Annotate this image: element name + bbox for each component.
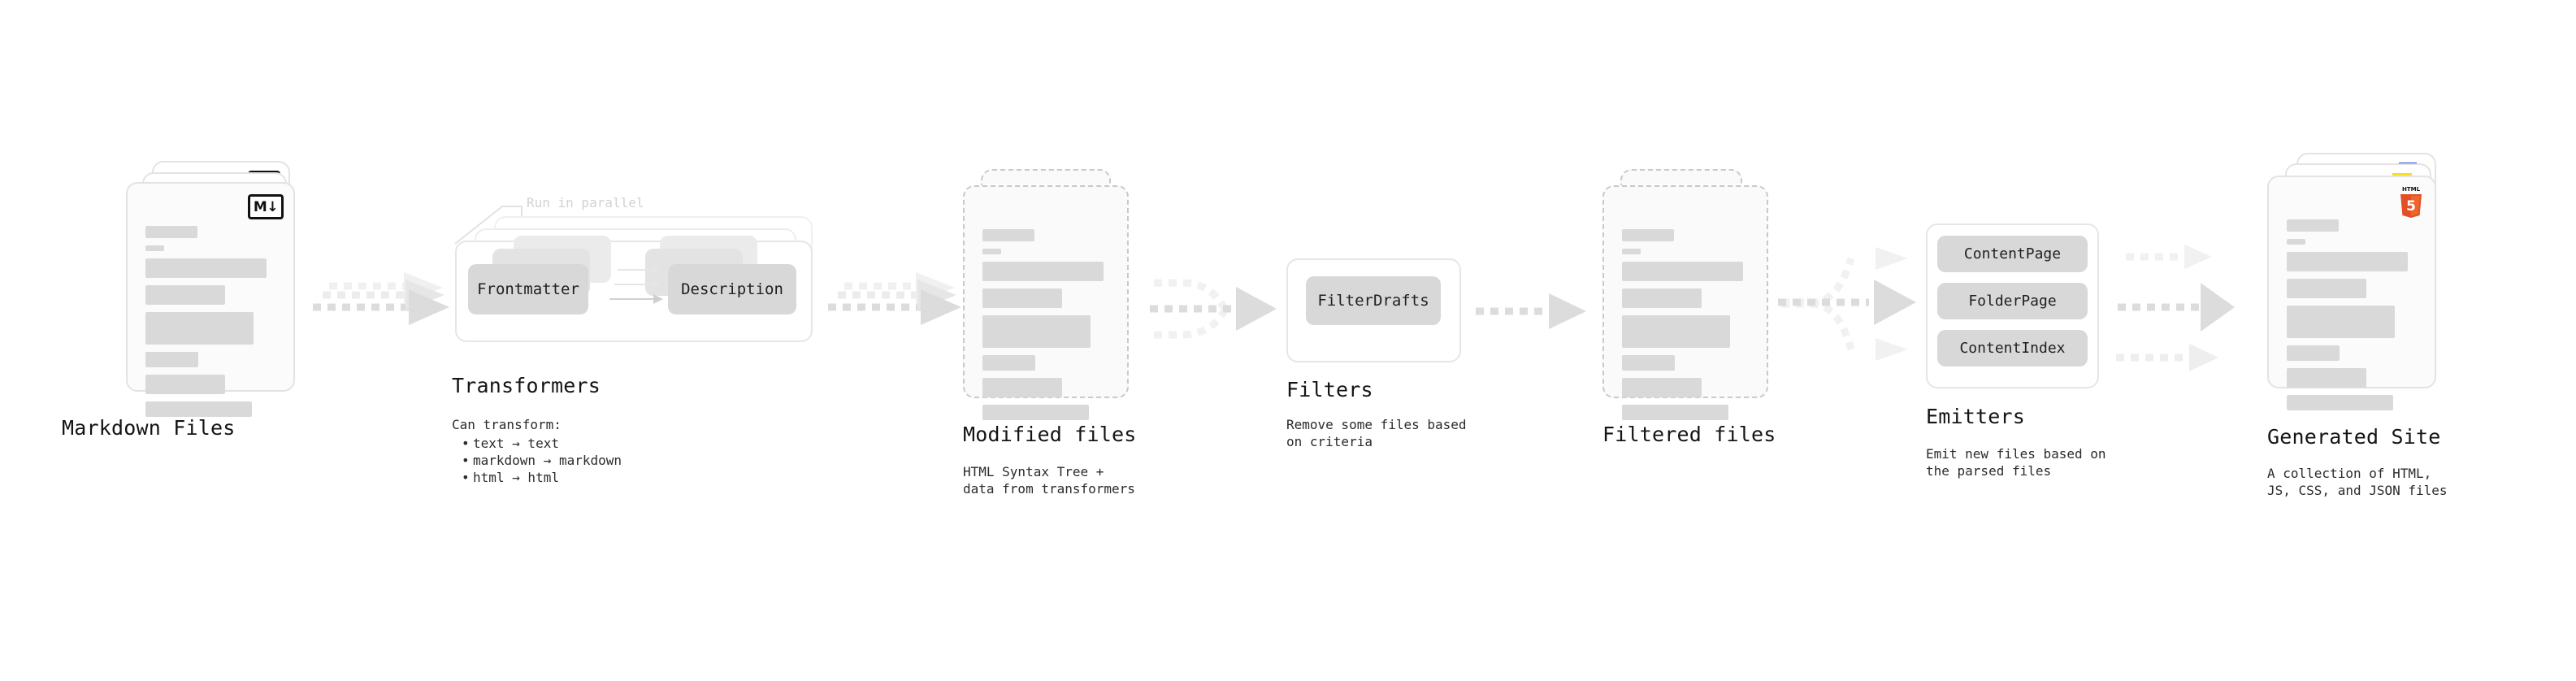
filters-group: FilterDrafts: [1286, 258, 1473, 364]
placeholder-line: [1622, 288, 1702, 308]
html5-word: HTML: [2402, 186, 2421, 193]
modified-files-title: Modified files: [963, 423, 1137, 446]
placeholder-line: [2287, 306, 2395, 338]
placeholder-line: [2287, 368, 2366, 388]
placeholder-line: [982, 378, 1062, 397]
transformers-subtitle: Can transform:: [452, 417, 562, 432]
emitter-pill-contentpage[interactable]: ContentPage: [1937, 236, 2088, 272]
placeholder-line: [982, 288, 1062, 308]
placeholder-line: [2287, 345, 2340, 361]
arrow-transformers-to-modified: [828, 272, 961, 325]
generated-site-subtitle: A collection of HTML, JS, CSS, and JSON …: [2267, 466, 2448, 498]
placeholder-line: [982, 405, 1089, 420]
filtered-placeholder-lines: [1622, 229, 1750, 427]
generated-site-title: Generated Site: [2267, 425, 2441, 449]
emitters-subtitle: Emit new files based on the parsed files: [1926, 446, 2106, 479]
placeholder-line: [145, 312, 254, 345]
list-item: •text → text: [462, 436, 559, 451]
site-card-html: HTML 5: [2267, 176, 2436, 410]
html5-logo-svg: HTML 5: [2400, 186, 2422, 218]
modified-placeholder-lines: [982, 229, 1111, 427]
arrow-filtered-to-emitters: [1778, 247, 1916, 361]
transformer-inner-arrows: [609, 266, 663, 304]
placeholder-line: [2287, 239, 2305, 245]
markdown-badge-icon: M↓: [248, 194, 284, 219]
placeholder-line: [2287, 219, 2339, 232]
site-placeholder-lines: [2287, 219, 2418, 418]
transformers-title: Transformers: [452, 374, 601, 397]
placeholder-line: [145, 401, 252, 417]
emitters-group: ContentPage FolderPage ContentIndex: [1926, 223, 2113, 402]
placeholder-line: [1622, 315, 1730, 348]
placeholder-line: [145, 285, 225, 305]
placeholder-line: [1622, 405, 1728, 420]
transformers-capability-list: •text → text •markdown → markdown •html …: [462, 435, 622, 486]
placeholder-line: [1622, 249, 1641, 254]
placeholder-line: [1622, 262, 1743, 281]
list-item: •html → html: [462, 470, 559, 485]
filtered-card-front: [1602, 185, 1768, 420]
run-in-parallel-annotation: Run in parallel: [527, 195, 644, 210]
modified-files-stack: [963, 169, 1142, 420]
html5-number: 5: [2406, 198, 2416, 215]
placeholder-line: [982, 262, 1104, 281]
emitter-pill-folderpage[interactable]: FolderPage: [1937, 283, 2088, 319]
placeholder-line: [2287, 395, 2393, 410]
markdown-placeholder-lines: [145, 226, 277, 424]
generated-site-stack: CSS HTML 5: [2267, 153, 2470, 410]
emitters-title: Emitters: [1926, 405, 2026, 428]
modified-card-front: [963, 185, 1129, 420]
markdown-card-front: M↓: [126, 182, 295, 417]
placeholder-line: [1622, 355, 1675, 371]
arrow-emitters-to-site: [2116, 245, 2235, 371]
transformer-pill-description[interactable]: Description: [668, 264, 796, 314]
placeholder-line: [982, 249, 1001, 254]
placeholder-line: [982, 315, 1091, 348]
placeholder-line: [1622, 378, 1702, 397]
placeholder-line: [145, 375, 225, 394]
filters-title: Filters: [1286, 378, 1373, 401]
modified-files-subtitle: HTML Syntax Tree + data from transformer…: [963, 464, 1135, 497]
emitter-pill-contentindex[interactable]: ContentIndex: [1937, 330, 2088, 367]
transformers-group: Run in parallel Frontmatter Description …: [454, 195, 829, 364]
arrow-modified-to-filters: [1150, 279, 1277, 339]
placeholder-line: [982, 355, 1035, 371]
placeholder-line: [2287, 252, 2408, 271]
placeholder-line: [145, 226, 197, 238]
placeholder-line: [145, 352, 198, 367]
filtered-files-title: Filtered files: [1602, 423, 1776, 446]
markdown-files-title: Markdown Files: [62, 416, 236, 440]
placeholder-line: [982, 229, 1034, 241]
placeholder-line: [145, 245, 164, 251]
placeholder-line: [1622, 229, 1674, 241]
filters-subtitle: Remove some files based on criteria: [1286, 417, 1467, 449]
filter-pill-filterdrafts[interactable]: FilterDrafts: [1306, 276, 1441, 325]
markdown-files-stack: M↓ M↓ M↓: [126, 161, 321, 417]
html5-badge-icon: HTML 5: [2397, 184, 2425, 218]
list-item: •markdown → markdown: [462, 453, 622, 468]
arrow-markdown-to-transformers: [313, 272, 449, 325]
placeholder-line: [145, 258, 267, 278]
arrow-filters-to-filtered: [1476, 293, 1586, 329]
transformer-pill-frontmatter[interactable]: Frontmatter: [468, 264, 588, 314]
placeholder-line: [2287, 279, 2366, 298]
filtered-files-stack: [1602, 169, 1781, 420]
